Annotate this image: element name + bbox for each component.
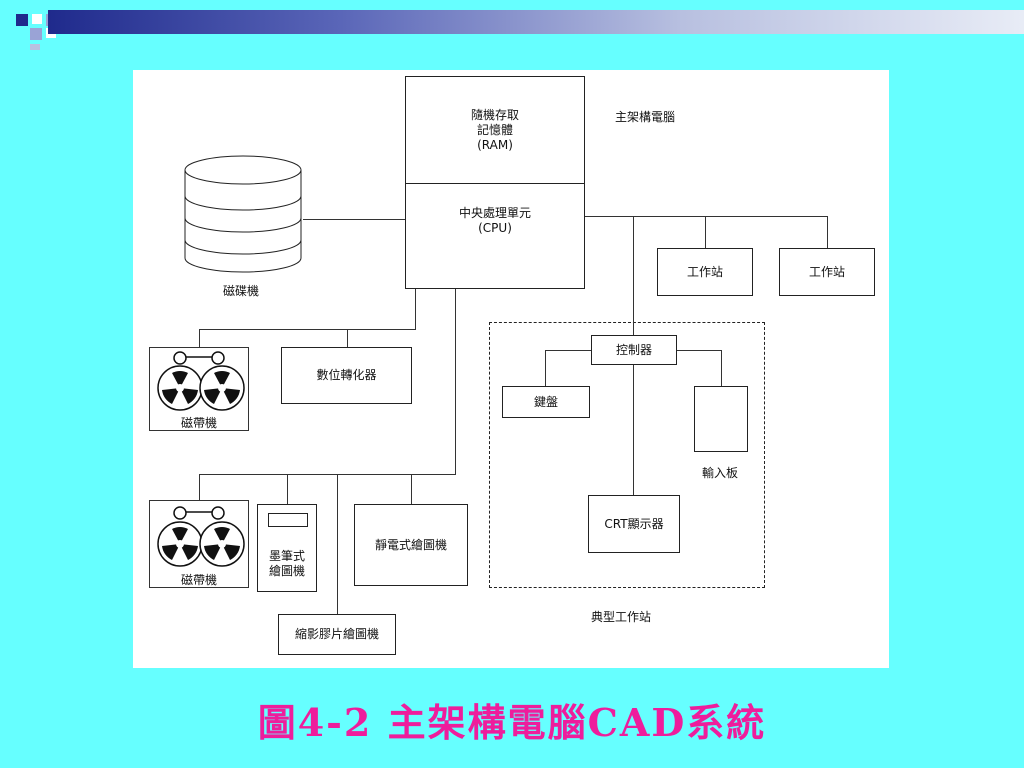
cpu-box: 中央處理單元 (CPU) xyxy=(405,183,585,289)
digitizer-box: 數位轉化器 xyxy=(281,347,412,404)
keyboard-label: 鍵盤 xyxy=(533,394,558,409)
tape2-drop-line xyxy=(199,474,200,500)
title-gradient-bar xyxy=(48,10,1024,34)
controller-label: 控制器 xyxy=(615,342,652,357)
pen-plotter-drop-line xyxy=(287,474,288,504)
tape-label-1: 磁帶機 xyxy=(180,416,217,430)
controller-right-line xyxy=(677,350,721,351)
tape-drive-1: 磁帶機 xyxy=(149,347,249,431)
tape-label-2: 磁帶機 xyxy=(180,573,217,587)
figure-caption: 圖4-2 主架構電腦CAD系統 xyxy=(257,700,767,745)
workstation-box-2: 工作站 xyxy=(779,248,875,296)
controller-feed-line xyxy=(633,216,634,335)
ws2-drop-line xyxy=(827,216,828,248)
digitizer-label: 數位轉化器 xyxy=(316,368,377,382)
pen-plotter-box: 墨筆式 繪圖機 xyxy=(257,504,317,592)
tape-reels-icon-1 xyxy=(157,351,245,411)
tablet-label: 輸入板 xyxy=(702,466,739,480)
disk-drive-icon xyxy=(184,155,302,273)
crt-box: CRT顯示器 xyxy=(588,495,680,553)
typical-workstation-label: 典型工作站 xyxy=(591,610,652,624)
digitizer-drop-line xyxy=(347,329,348,347)
cpu-down-left-line xyxy=(415,289,416,329)
cpu-label: 中央處理單元 (CPU) xyxy=(458,206,531,235)
tape1-drop-line xyxy=(199,329,200,347)
bus-right-line xyxy=(585,216,828,217)
workstation-label-2: 工作站 xyxy=(808,264,845,279)
disk-label: 磁碟機 xyxy=(223,284,260,298)
mainframe-label: 主架構電腦 xyxy=(615,110,676,124)
tape-drive-2: 磁帶機 xyxy=(149,500,249,588)
tablet-drop-line xyxy=(721,350,722,386)
workstation-label-1: 工作站 xyxy=(686,264,723,279)
ws1-drop-line xyxy=(705,216,706,248)
controller-left-line xyxy=(545,350,591,351)
tablet-box xyxy=(694,386,748,452)
controller-box: 控制器 xyxy=(591,335,677,365)
upper-peripheral-bus xyxy=(199,329,416,330)
typical-workstation-frame xyxy=(489,322,765,588)
microfilm-plotter-label: 縮影膠片繪圖機 xyxy=(294,627,379,641)
tape-reels-icon-2 xyxy=(157,506,245,567)
pen-plotter-slot xyxy=(268,513,308,527)
disk-to-cpu-line xyxy=(303,219,405,220)
keyboard-box: 鍵盤 xyxy=(502,386,590,418)
cpu-down-right-line xyxy=(455,289,456,474)
electrostatic-plotter-box: 靜電式繪圖機 xyxy=(354,504,468,586)
ram-label: 隨機存取 記憶體 (RAM) xyxy=(470,107,519,152)
electrostatic-plotter-label: 靜電式繪圖機 xyxy=(374,537,447,552)
crt-drop-line xyxy=(633,365,634,495)
diagram-panel: 隨機存取 記憶體 (RAM) 中央處理單元 (CPU) 主架構電腦 磁碟機 工作… xyxy=(133,70,889,668)
keyboard-drop-line xyxy=(545,350,546,386)
ram-box: 隨機存取 記憶體 (RAM) xyxy=(405,76,585,184)
crt-label: CRT顯示器 xyxy=(604,516,664,531)
workstation-box-1: 工作站 xyxy=(657,248,753,296)
microfilm-drop-line xyxy=(337,474,338,614)
lower-peripheral-bus xyxy=(199,474,456,475)
electrostatic-drop-line xyxy=(411,474,412,504)
microfilm-plotter-box: 縮影膠片繪圖機 xyxy=(278,614,396,655)
pen-plotter-label: 墨筆式 繪圖機 xyxy=(268,549,305,578)
